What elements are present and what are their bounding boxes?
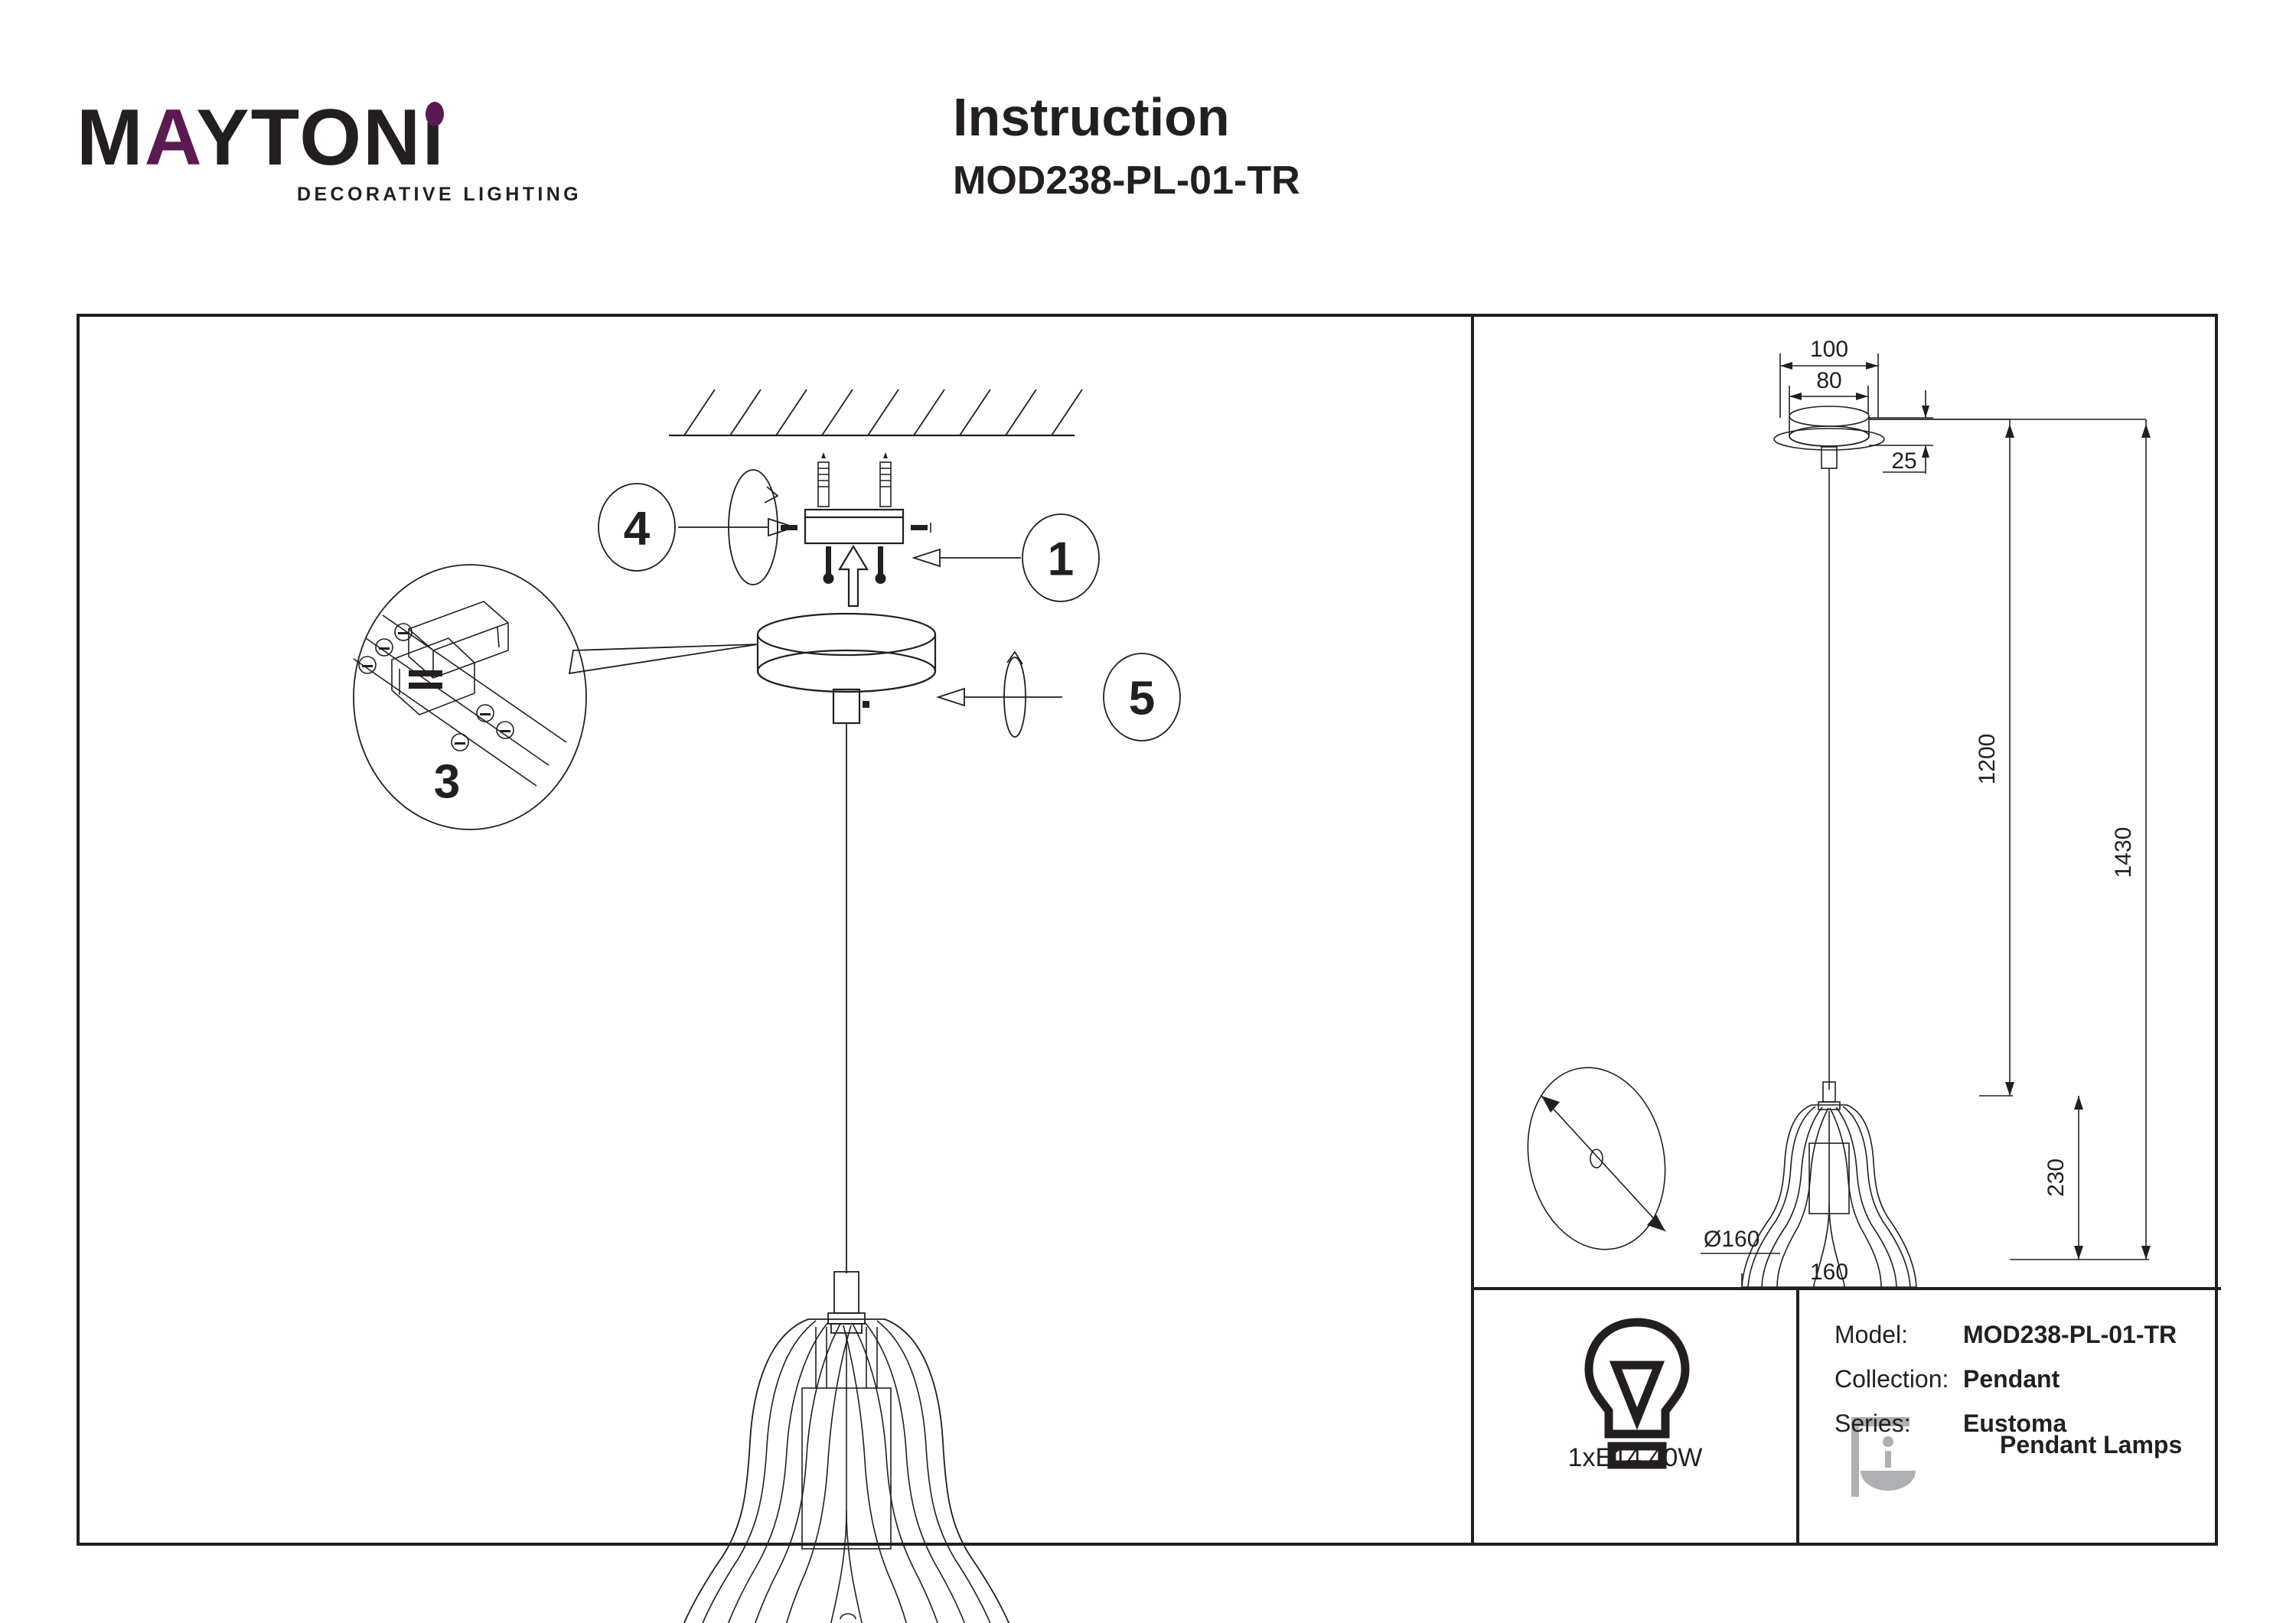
spec-row-model: Model: MOD238-PL-01-TR [1835, 1321, 2177, 1349]
dim-shade-width: 160 [1810, 1260, 1848, 1285]
terminal-block-icon [408, 601, 509, 679]
maytoni-logo: MAYTON i DECORATIVE LIGHTING [77, 98, 579, 205]
logo-letter-a-accent: A [144, 93, 197, 182]
step-3-number: 3 [434, 756, 460, 809]
spec-table-panel: Model: MOD238-PL-01-TR Collection: Penda… [1799, 1290, 2221, 1543]
logo-letter-i: i [422, 93, 446, 182]
light-bulb-icon [1572, 1312, 1702, 1469]
candle-bulb-icon [840, 1613, 856, 1620]
terminal-screw-icon [358, 623, 514, 751]
dim-shade-width-group: 160 [1741, 1260, 1848, 1287]
canopy-dimension-group: 100 80 [1779, 337, 1879, 418]
step-5-badge: 5 [1103, 653, 1181, 741]
spec-key-series: Series: [1835, 1410, 1911, 1437]
title-block: Instruction MOD238-PL-01-TR [953, 90, 1300, 200]
canopy-assembly [756, 612, 937, 1273]
pendant-lamp-watermark-icon [1845, 1411, 1937, 1503]
drawing-frame: 4 1 [77, 314, 2221, 1623]
mounting-bracket [804, 508, 905, 545]
logo-wordmark: MAYTON i [77, 98, 445, 178]
dim-cord-group: 1200 [1869, 419, 2014, 1097]
assembly-diagram-panel: 4 1 [80, 317, 1471, 1623]
logo-letter-m: M [77, 93, 145, 182]
spec-row-collection: Collection: Pendant [1835, 1365, 2177, 1393]
step-4-number: 4 [624, 503, 651, 556]
canopy-side-view [1773, 406, 1885, 1090]
step-1-leader [912, 548, 1021, 568]
bulb-spec-panel: 1xE14 40W [1474, 1290, 1796, 1543]
spec-rows: Model: MOD238-PL-01-TR Collection: Penda… [1835, 1321, 2177, 1454]
spec-row-series: Series: Eustoma [1835, 1410, 2177, 1438]
insert-direction-arrow-icon [838, 544, 869, 608]
shade-bottom-view: Ø160 [1527, 1067, 1780, 1254]
dim-shade-height: 230 [2043, 1159, 2069, 1197]
frame-bottom-divider [1796, 1287, 1799, 1543]
step-5-number: 5 [1129, 673, 1155, 725]
page-title: Instruction [953, 87, 1230, 147]
step-5-leader [936, 650, 1062, 738]
logo-letters-ytoni: YTON [196, 93, 422, 182]
step-4-leader [678, 517, 797, 537]
dim-cord-length: 1200 [1975, 734, 2000, 785]
spec-key-collection: Collection: [1835, 1365, 1949, 1393]
logo-tagline: DECORATIVE LIGHTING [297, 184, 582, 205]
dim-canopy-height-group: 25 [1869, 390, 1933, 474]
frame-vertical-divider [1471, 317, 1474, 1543]
wall-plug-icon [817, 452, 892, 507]
connector-plate-icon [391, 637, 475, 715]
side-screw-icon [777, 523, 931, 533]
step-3-callout: 3 [353, 564, 758, 830]
screw-icon [823, 546, 886, 584]
step-1-badge: 1 [1022, 513, 1100, 602]
dim-shade-diameter: Ø160 [1704, 1227, 1760, 1252]
page-header: MAYTON i DECORATIVE LIGHTING Instruction… [0, 0, 2296, 306]
dim-total-group: 1430 [1869, 419, 2151, 1260]
header-model-code: MOD238-PL-01-TR [953, 158, 1300, 203]
spec-category-label: Pendant Lamps [2000, 1431, 2183, 1458]
dim-canopy-outer: 100 [1810, 337, 1848, 362]
step-4-badge: 4 [598, 483, 676, 572]
frame-horizontal-divider [1471, 1287, 2221, 1290]
step-1-number: 1 [1048, 533, 1074, 586]
shade-side-view [1741, 1081, 1917, 1288]
dim-canopy-height: 25 [1891, 448, 1916, 474]
dimension-drawing-panel: 100 80 [1474, 317, 2221, 1288]
bulb-spec-label: 1xE14 40W [1567, 1443, 1703, 1472]
dim-total-height: 1430 [2111, 827, 2136, 878]
dim-canopy-inner: 80 [1816, 368, 1841, 393]
dim-shade-height-group: 230 [2043, 1096, 2083, 1260]
spec-value-series: Eustoma [1963, 1410, 2067, 1437]
pendant-shade-illustration [683, 1271, 1010, 1623]
logo-dot-icon [426, 102, 445, 126]
spec-key-model: Model: [1835, 1321, 1909, 1348]
ceiling-symbol [669, 389, 1083, 437]
spec-value-model: MOD238-PL-01-TR [1963, 1321, 2177, 1348]
spec-value-collection: Pendant [1963, 1365, 2060, 1393]
